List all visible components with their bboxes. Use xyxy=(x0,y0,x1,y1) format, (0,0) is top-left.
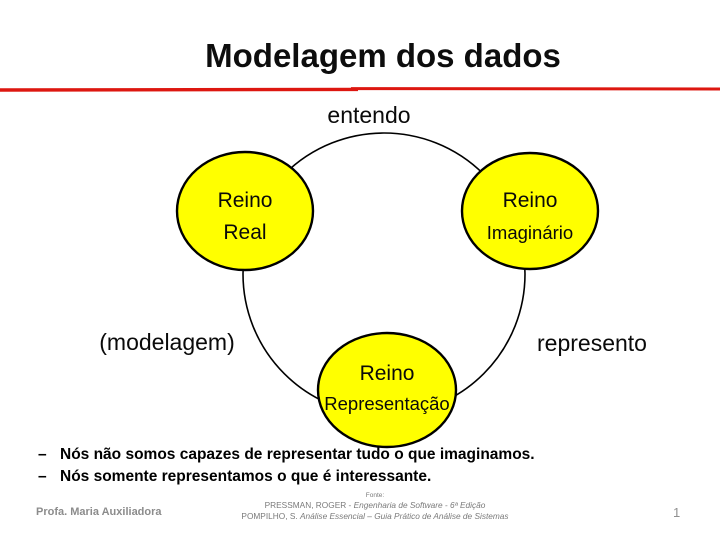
footer-author: Profa. Maria Auxiliadora xyxy=(36,506,162,518)
bullet-dash-marker: – xyxy=(38,468,47,485)
node-reino-representacao-line2: Representação xyxy=(324,393,449,414)
label-entendo: entendo xyxy=(327,102,410,128)
bullet-text: Nós somente representamos o que é intere… xyxy=(60,468,432,485)
list-item: – Nós somente representamos o que é inte… xyxy=(30,466,710,488)
node-reino-real-line2: Real xyxy=(223,221,266,244)
bullet-list: – Nós não somos capazes de representar t… xyxy=(30,444,710,488)
footer-reference-2-title: Análise Essencial – Guia Prático de Anál… xyxy=(299,511,509,521)
footer-reference-1-title: Engenharia de Software - 6ª Edição xyxy=(353,500,486,510)
footer-reference-2: POMPILHO, S. Análise Essencial – Guia Pr… xyxy=(145,511,605,522)
title-underline xyxy=(0,87,720,92)
footer-source-block: Fonte: PRESSMAN, ROGER - Engenharia de S… xyxy=(145,492,605,522)
node-reino-representacao-ellipse xyxy=(316,331,458,449)
bullet-dash-marker: – xyxy=(38,446,47,463)
footer-reference-2-plain: POMPILHO, S. xyxy=(241,511,300,521)
slide-page-number: 1 xyxy=(673,505,681,520)
node-reino-imaginario-line2: Imaginário xyxy=(487,222,573,243)
list-item: – Nós não somos capazes de representar t… xyxy=(30,444,710,466)
title-underline-left-stroke xyxy=(0,87,359,92)
node-reino-real-ellipse xyxy=(175,150,315,272)
label-modelagem: (modelagem) xyxy=(99,329,235,355)
node-reino-real-line1: Reino xyxy=(218,189,273,212)
bullet-text: Nós não somos capazes de representar tud… xyxy=(60,446,535,463)
node-reino-imaginario-ellipse xyxy=(460,151,600,271)
knowledge-realms-diagram: entendo (modelagem) represento Reino Rea… xyxy=(99,102,647,449)
slide-title: Modelagem dos dados xyxy=(205,37,561,74)
footer-reference-1-plain: PRESSMAN, ROGER - xyxy=(264,500,354,510)
footer-reference-1: PRESSMAN, ROGER - Engenharia de Software… xyxy=(145,500,605,511)
node-reino-imaginario-line1: Reino xyxy=(503,189,558,212)
footer-source-heading: Fonte: xyxy=(365,492,385,499)
node-reino-representacao-line1: Reino xyxy=(360,362,415,385)
label-represento: represento xyxy=(537,330,647,356)
